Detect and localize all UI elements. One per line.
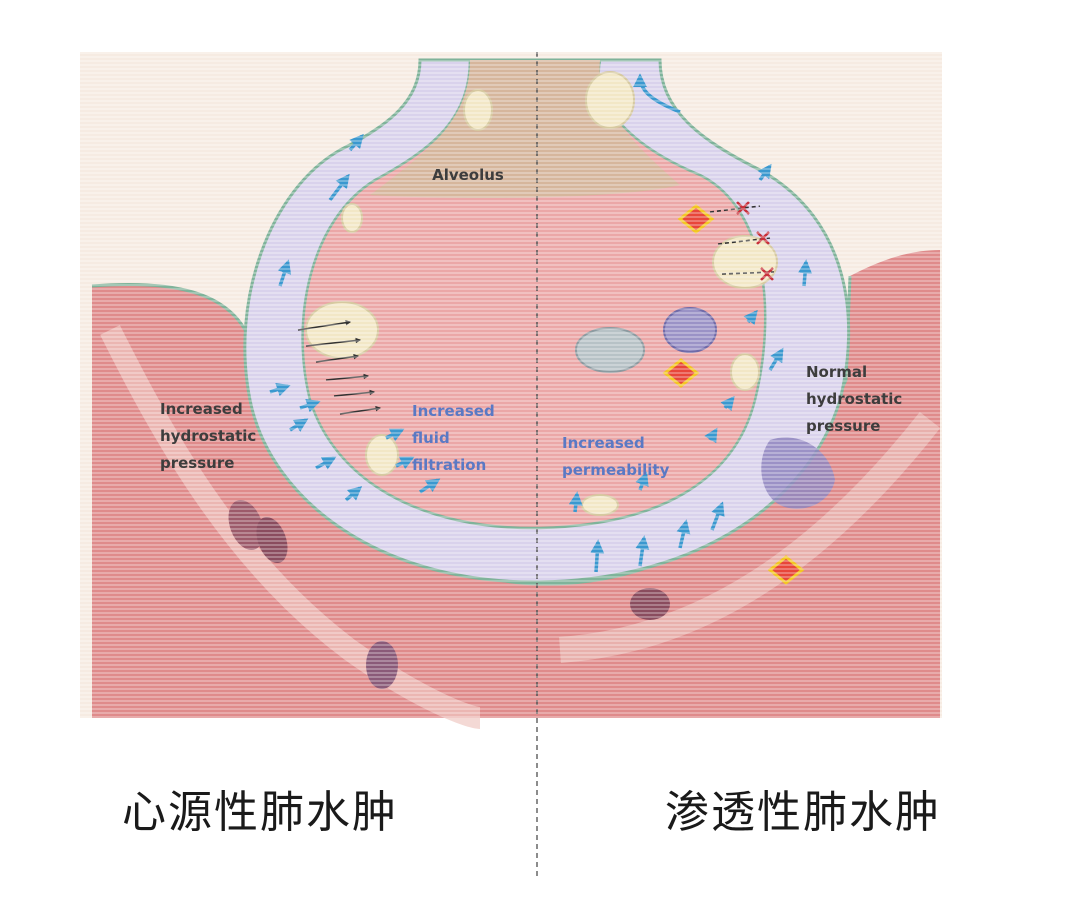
svg-text:hydrostatic: hydrostatic	[806, 390, 902, 408]
svg-text:pressure: pressure	[806, 417, 880, 435]
svg-text:permeability: permeability	[562, 461, 670, 479]
svg-text:Increased: Increased	[160, 400, 243, 418]
svg-text:Increased: Increased	[562, 434, 645, 452]
svg-text:Normal: Normal	[806, 363, 867, 381]
svg-text:hydrostatic: hydrostatic	[160, 427, 256, 445]
increased-hydrostatic-pressure-label: Increased hydrostatic pressure	[160, 400, 256, 472]
svg-text:filtration: filtration	[412, 456, 486, 474]
normal-hydrostatic-pressure-label: Normal hydrostatic pressure	[806, 363, 902, 435]
svg-text:Increased: Increased	[412, 402, 495, 420]
permeability-edema-caption: 渗透性肺水肿	[665, 787, 941, 838]
increased-fluid-filtration-label: Increased fluid filtration	[412, 402, 495, 474]
svg-text:pressure: pressure	[160, 454, 234, 472]
cardiogenic-edema-caption: 心源性肺水肿	[122, 787, 398, 838]
increased-permeability-label: Increased permeability	[562, 434, 670, 479]
scanline-texture	[80, 52, 942, 718]
svg-text:fluid: fluid	[412, 429, 450, 447]
alveolus-label: Alveolus	[432, 166, 504, 184]
